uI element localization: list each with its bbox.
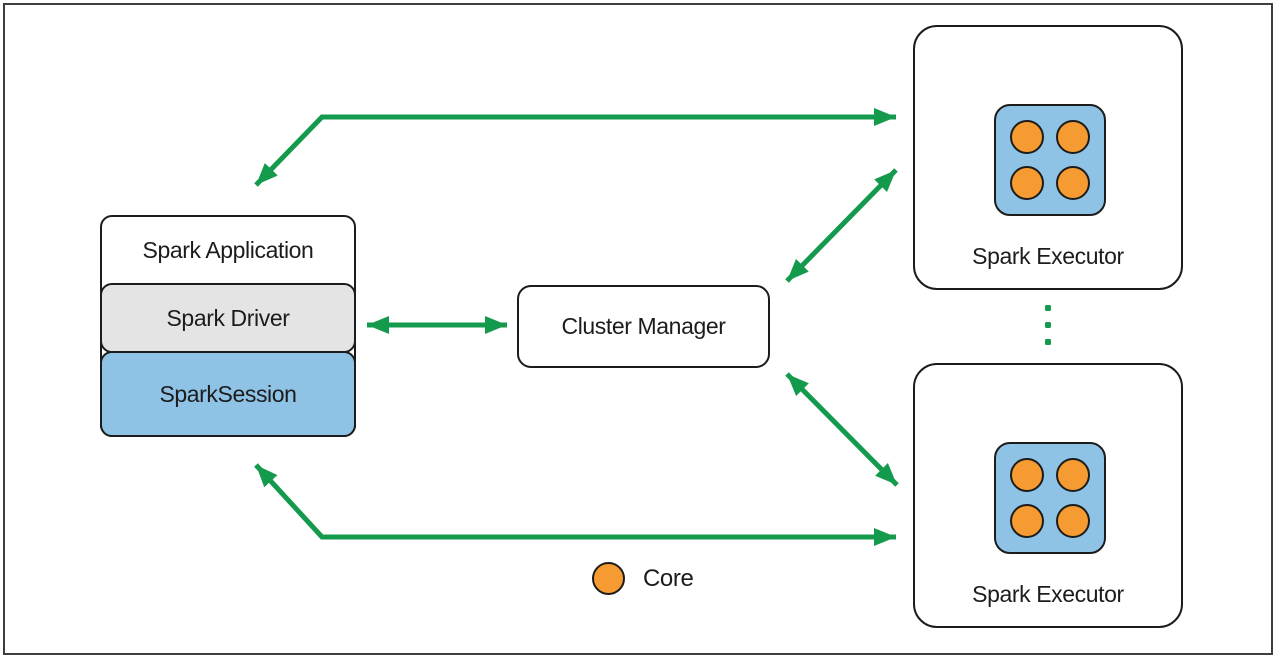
spark-session-box: SparkSession [100,351,356,437]
spark-application-label: Spark Application [142,236,314,263]
core-icon [1010,504,1044,538]
cluster-manager-label: Cluster Manager [561,313,726,339]
spark-driver-box: Spark Driver [100,283,356,353]
spark-application-title: Spark Application [102,217,354,283]
core-icon [1056,120,1090,154]
ellipsis-dot [1045,322,1051,328]
core-icon [1056,458,1090,492]
spark-executor-box-bottom: Spark Executor [913,363,1183,628]
core-icon [1010,166,1044,200]
legend: Core [592,562,694,595]
ellipsis-dot [1045,339,1051,345]
core-icon [1010,458,1044,492]
diagram-frame [3,3,1273,655]
core-icon [1056,504,1090,538]
spark-executor-label-top: Spark Executor [972,243,1124,269]
vertical-ellipsis-icon [1045,305,1051,345]
spark-session-label: SparkSession [159,380,297,407]
core-icon [1056,166,1090,200]
core-grid-icon [994,442,1106,554]
core-grid-icon [994,104,1106,216]
cluster-manager-box: Cluster Manager [517,285,770,368]
ellipsis-dot [1045,305,1051,311]
spark-executor-label-bottom: Spark Executor [972,581,1124,607]
spark-driver-label: Spark Driver [166,304,290,331]
core-legend-label: Core [643,564,694,592]
spark-executor-box-top: Spark Executor [913,25,1183,290]
core-icon [1010,120,1044,154]
core-icon [592,562,625,595]
